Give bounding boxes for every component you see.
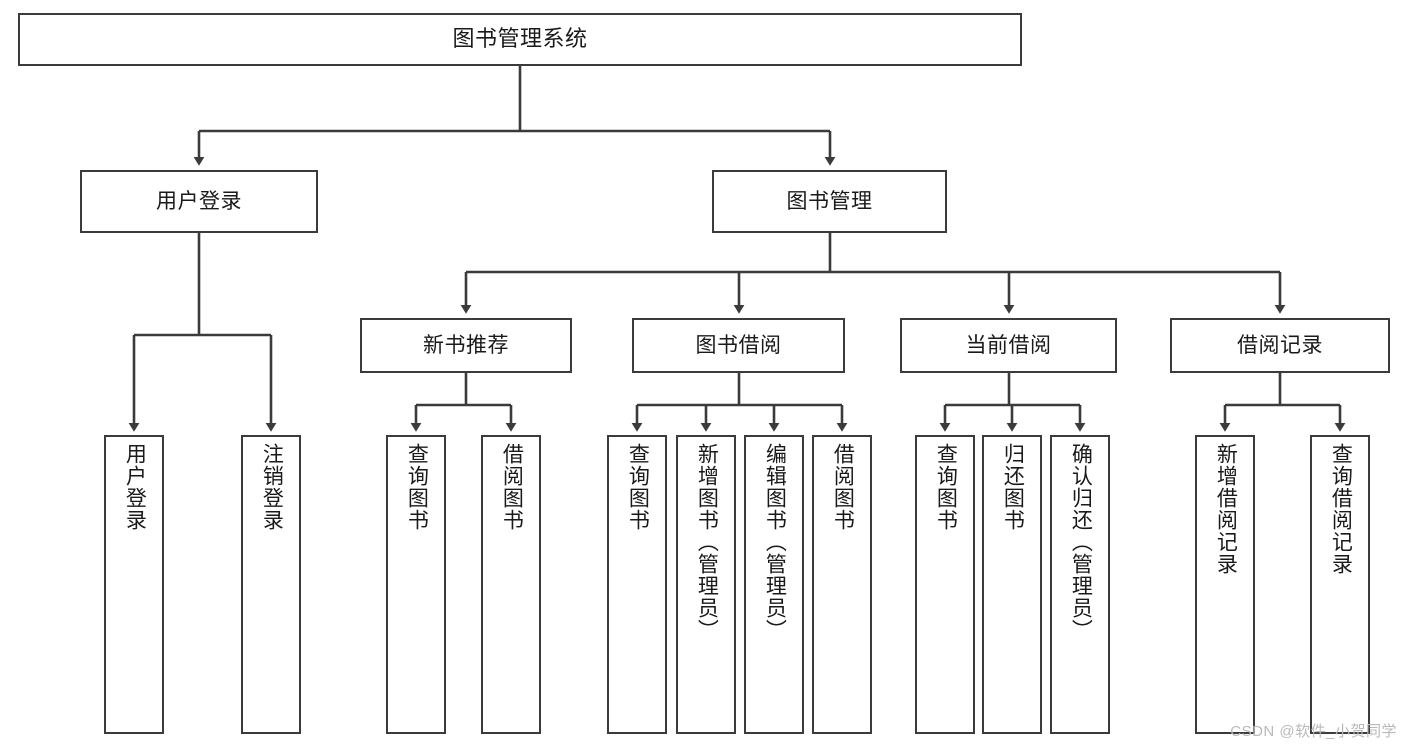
node-root-book-management-system[interactable]: 图书管理系统 [18, 13, 1022, 66]
node-label: 借阅记录 [1237, 333, 1323, 357]
node-leaf-add-record[interactable]: 新增借阅记录 [1195, 435, 1255, 734]
node-label: 用户登录 [156, 189, 242, 213]
node-label: 用户登录 [123, 443, 147, 531]
node-label: 确认归还（管理员） [1069, 443, 1093, 641]
node-new-book-recommend[interactable]: 新书推荐 [360, 318, 572, 373]
node-leaf-query-book-1[interactable]: 查询图书 [386, 435, 446, 734]
node-label: 注销登录 [260, 443, 284, 531]
node-label: 借阅图书 [500, 443, 524, 531]
node-user-login[interactable]: 用户登录 [80, 170, 318, 233]
node-label: 查询图书 [934, 443, 958, 531]
node-label: 借阅图书 [831, 443, 855, 531]
node-leaf-add-book[interactable]: 新增图书（管理员） [676, 435, 736, 734]
node-leaf-query-record[interactable]: 查询借阅记录 [1310, 435, 1370, 734]
node-leaf-borrow-book-1[interactable]: 借阅图书 [481, 435, 541, 734]
node-label: 图书借阅 [695, 333, 782, 357]
node-leaf-return-book[interactable]: 归还图书 [982, 435, 1042, 734]
node-label: 新增图书（管理员） [695, 443, 719, 641]
node-label: 新书推荐 [423, 333, 509, 357]
node-book-borrow[interactable]: 图书借阅 [632, 318, 845, 373]
node-leaf-query-book-2[interactable]: 查询图书 [607, 435, 667, 734]
node-label: 查询图书 [626, 443, 650, 531]
node-label: 新增借阅记录 [1214, 443, 1238, 575]
node-label: 查询借阅记录 [1329, 443, 1353, 575]
watermark-text: CSDN @软件_小贺同学 [1230, 723, 1397, 740]
node-book-management[interactable]: 图书管理 [712, 170, 947, 233]
node-leaf-borrow-book-2[interactable]: 借阅图书 [812, 435, 872, 734]
node-leaf-logout-login[interactable]: 注销登录 [241, 435, 301, 734]
node-label: 归还图书 [1001, 443, 1025, 531]
node-borrow-record[interactable]: 借阅记录 [1170, 318, 1390, 373]
node-label: 当前借阅 [965, 333, 1052, 357]
node-label: 查询图书 [405, 443, 429, 531]
node-label: 编辑图书（管理员） [763, 443, 787, 641]
node-leaf-edit-book[interactable]: 编辑图书（管理员） [744, 435, 804, 734]
node-label: 图书管理系统 [452, 26, 588, 52]
node-leaf-query-book-3[interactable]: 查询图书 [915, 435, 975, 734]
node-current-borrow[interactable]: 当前借阅 [900, 318, 1117, 373]
node-leaf-user-login[interactable]: 用户登录 [104, 435, 164, 734]
node-leaf-confirm-return[interactable]: 确认归还（管理员） [1050, 435, 1110, 734]
node-label: 图书管理 [786, 189, 873, 213]
